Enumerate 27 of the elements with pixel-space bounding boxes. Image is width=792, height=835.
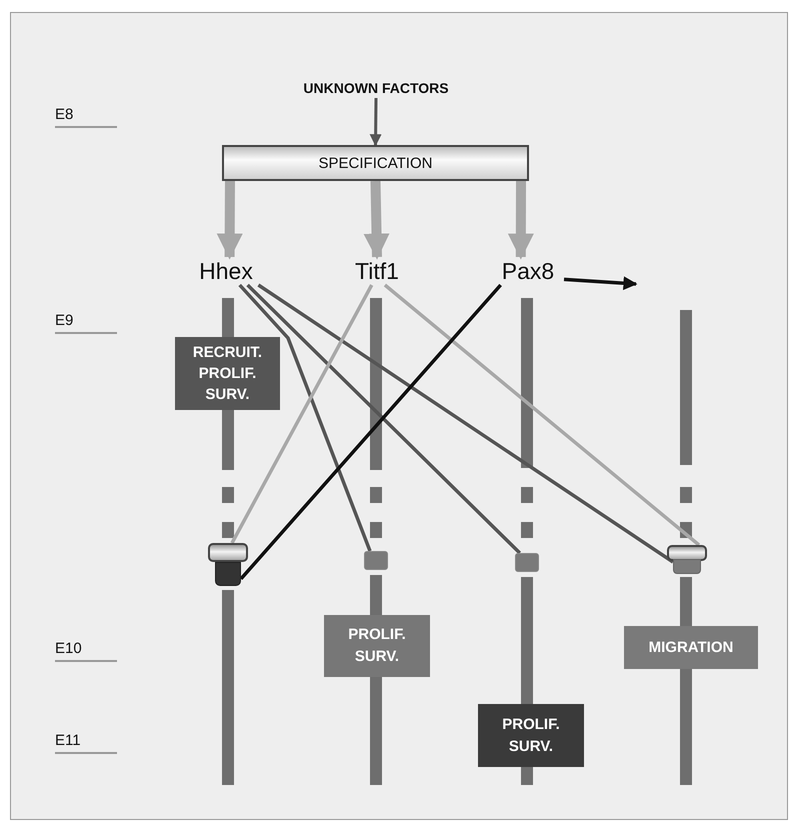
connector-line (216, 180, 243, 260)
gene-label: Titf1 (344, 257, 410, 285)
connector-line (384, 284, 700, 546)
marker-box (215, 562, 241, 586)
connector-line (257, 284, 674, 564)
specification-bar: SPECIFICATION (222, 145, 529, 181)
marker-box (673, 559, 701, 574)
connector-line (364, 180, 390, 260)
process-box: RECRUIT. PROLIF. SURV. (175, 337, 280, 410)
stage-label: E10 (55, 640, 117, 662)
process-box: PROLIF. SURV. (478, 704, 584, 767)
factor-label: UNKNOWN FACTORS (296, 78, 456, 98)
marker-box (364, 551, 388, 570)
connector-line (240, 284, 502, 580)
process-box: PROLIF. SURV. (324, 615, 430, 677)
marker-box (208, 543, 248, 562)
connector-line (564, 276, 638, 290)
marker-box (515, 553, 539, 572)
process-box: MIGRATION (624, 626, 758, 669)
gene-label: Pax8 (492, 257, 564, 285)
stage-label: E9 (55, 312, 117, 334)
stage-label: E8 (55, 106, 117, 128)
connector-line (370, 98, 382, 146)
connector-line (508, 180, 534, 260)
gene-label: Hhex (190, 257, 262, 285)
connector-line (246, 284, 522, 554)
stage-label: E11 (55, 732, 117, 754)
